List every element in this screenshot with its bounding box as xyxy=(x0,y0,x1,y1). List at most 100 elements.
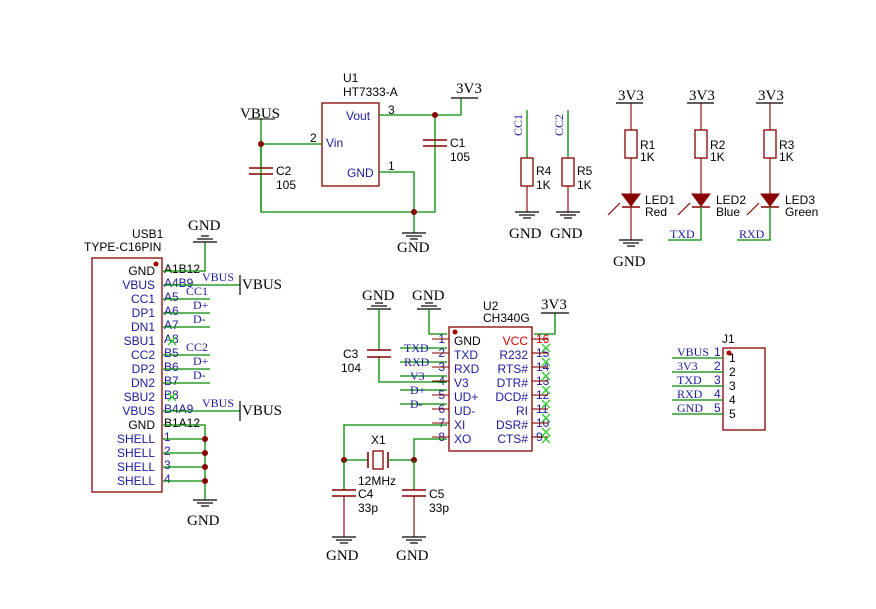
u2-net-txd: TXD xyxy=(404,341,429,355)
u2-right-pin-name: CTS# xyxy=(497,432,528,446)
gnd-power-u1: GND xyxy=(397,240,430,256)
usb1-pin-number: 4 xyxy=(164,472,171,486)
u2-wires: GND GND 3V3 xyxy=(343,288,569,460)
led2-color: Blue xyxy=(716,205,740,219)
usb1-pin-name: SBU2 xyxy=(124,390,156,404)
usb1-value: TYPE-C16PIN xyxy=(84,240,161,254)
led3-color: Green xyxy=(785,205,818,219)
c3-capacitor: C3 104 xyxy=(341,347,391,375)
3v3-led3: 3V3 xyxy=(758,88,784,104)
c3-ref: C3 xyxy=(343,347,359,361)
r5-value: 1K xyxy=(577,178,592,192)
c1-capacitor: C1 105 xyxy=(423,136,470,164)
gnd-usb-bottom: GND xyxy=(187,513,220,529)
regulator-wires xyxy=(258,98,462,233)
u2-left-pin-name: XI xyxy=(454,418,465,432)
3v3-led1: 3V3 xyxy=(618,88,644,104)
usb1-pin-number: B4A9 xyxy=(164,402,194,416)
r2-value: 1K xyxy=(710,150,725,164)
led1-ref: LED1 xyxy=(645,193,675,207)
u2-right-pin-name: RTS# xyxy=(498,362,529,376)
usb1-pin-number: A4B9 xyxy=(164,276,194,290)
c1-value: 105 xyxy=(450,150,470,164)
j1-net-label: RXD xyxy=(677,387,703,401)
usb1-pin-number: 1 xyxy=(164,430,171,444)
led2-ref: LED2 xyxy=(716,193,746,207)
usb1-pin-name: GND xyxy=(128,264,155,278)
usb-net-dn-b: D- xyxy=(193,368,206,382)
j1-body xyxy=(722,347,766,431)
j1-net-label: GND xyxy=(677,401,703,415)
c5-capacitor: C5 33p GND xyxy=(396,460,449,564)
usb-net-dp-a: D+ xyxy=(193,298,209,312)
u1-regulator: U1 HT7333-A Vin Vout GND 2 3 1 xyxy=(310,71,398,187)
j1-ref: J1 xyxy=(722,332,735,346)
c4-ref: C4 xyxy=(358,487,374,501)
u2-right-pin-name: DSR# xyxy=(496,418,528,432)
u2-ref: U2 xyxy=(483,299,499,313)
j1-pin-number-outer: 5 xyxy=(714,401,721,415)
usb-net-vbus-a: VBUS xyxy=(202,270,234,284)
u2-left-pin-name: UD- xyxy=(454,404,475,418)
x1-value: 12MHz xyxy=(358,474,396,488)
r5-resistor: CC2 R5 1K GND xyxy=(550,110,593,242)
r5-ref: R5 xyxy=(577,164,593,178)
c2-ref: C2 xyxy=(276,164,292,178)
u2-net-dn: D- xyxy=(410,397,423,411)
x1-ref: X1 xyxy=(371,433,386,447)
usb1-pin-name: VBUS xyxy=(122,278,155,292)
usb1-pin-name: GND xyxy=(128,418,155,432)
3v3-led2: 3V3 xyxy=(689,88,715,104)
u2-left-pin-name: GND xyxy=(454,334,481,348)
u2-left-pin-name: V3 xyxy=(454,376,469,390)
usb1-pin-name: CC2 xyxy=(131,348,155,362)
usb1-pin-name: SHELL xyxy=(117,460,155,474)
u2-left-pin-name: UD+ xyxy=(454,390,478,404)
j1-net-label: 3V3 xyxy=(677,359,698,373)
j1-pin-number: 2 xyxy=(729,365,736,379)
c2-value: 105 xyxy=(276,178,296,192)
usb1-wires: GND VBUS VBUS GND xyxy=(163,218,282,529)
usb-net-vbus-b: VBUS xyxy=(202,396,234,410)
u2-right-pin-name: DTR# xyxy=(497,376,529,390)
j1-pin-number: 1 xyxy=(729,351,736,365)
usb1-pin-number: A5 xyxy=(164,290,179,304)
usb1-ref: USB1 xyxy=(132,227,164,241)
u2-left-pin-name: XO xyxy=(454,432,471,446)
gnd-usb-top: GND xyxy=(188,218,221,234)
j1-pin-number-outer: 1 xyxy=(714,345,721,359)
j1-pin-number: 3 xyxy=(729,379,736,393)
usb1-pin-name: DP2 xyxy=(132,362,156,376)
usb1-pin-name: CC1 xyxy=(131,292,155,306)
u1-pin2-num: 2 xyxy=(310,131,317,145)
c3-value: 104 xyxy=(341,361,361,375)
led2-branch: 3V3 R2 1K LED2 Blue TXD xyxy=(668,88,746,241)
led1-branch: 3V3 R1 1K LED1 Red GND xyxy=(607,88,675,270)
u2-net-v3: V3 xyxy=(410,369,425,383)
j1-pin-number-outer: 4 xyxy=(714,387,721,401)
gnd-led1: GND xyxy=(613,254,646,270)
usb1-pin-name: SHELL xyxy=(117,446,155,460)
c1-ref: C1 xyxy=(450,136,466,150)
usb1-pin-number: B1A12 xyxy=(164,416,200,430)
r1-ref: R1 xyxy=(640,138,656,152)
vbus-usb-b: VBUS xyxy=(242,403,282,419)
usb-net-dn-a: D- xyxy=(193,312,206,326)
usb1-body xyxy=(91,257,163,493)
u2-right-pin-name: R232 xyxy=(499,348,528,362)
gnd-r4: GND xyxy=(509,226,542,242)
usb1-connector: USB1 TYPE-C16PIN GNDVBUSCC1DP1DN1SBU1CC2… xyxy=(84,227,200,493)
r5-net-cc2: CC2 xyxy=(552,114,566,136)
x1-crystal: X1 12MHz xyxy=(341,433,417,488)
u2-net-rxd: RXD xyxy=(404,355,430,369)
u2-right-pin-name: VCC xyxy=(503,334,529,348)
j1-net-label: VBUS xyxy=(677,345,709,359)
c5-value: 33p xyxy=(429,501,449,515)
usb1-pin-name: VBUS xyxy=(122,404,155,418)
u2-value: CH340G xyxy=(483,311,530,325)
j1-pin-number: 4 xyxy=(729,393,736,407)
c2-capacitor: C2 105 xyxy=(249,164,296,192)
3v3-u2: 3V3 xyxy=(541,297,567,313)
usb1-pin-number: B5 xyxy=(164,346,179,360)
